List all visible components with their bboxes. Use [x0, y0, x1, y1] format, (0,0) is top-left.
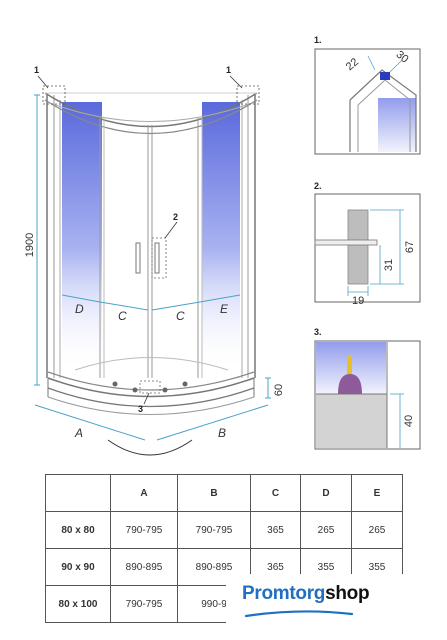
detail-1-title: 1.: [314, 35, 322, 45]
table-header-cell: C: [250, 474, 301, 512]
cabin-body: [42, 85, 260, 415]
callout-3: 3: [138, 404, 143, 414]
detail-3: 3. 40: [314, 327, 421, 450]
detail-2-title: 2.: [314, 181, 322, 191]
table-cell: 790-795: [110, 585, 178, 623]
dim-letter-d: D: [75, 302, 84, 316]
logo-swoosh-icon: [244, 610, 354, 618]
table-header-cell: E: [351, 474, 403, 512]
base-height-dimension-label: 60: [273, 384, 285, 396]
dim-letter-c-right: C: [176, 309, 185, 323]
dim-letter-e: E: [220, 302, 229, 316]
table-header-cell: D: [300, 474, 352, 512]
callout-1-left: 1: [34, 65, 39, 75]
table-cell: 80 x 80: [45, 511, 111, 549]
detail-3-dim-height: 40: [403, 415, 415, 427]
table-cell: 790-795: [110, 511, 178, 549]
shower-cabin-drawing: 1900 60 1 1 2 3 D C C E A B 1. 22 30 2.: [24, 35, 421, 456]
table-cell: 365: [250, 511, 301, 549]
dimension-lines: [34, 94, 271, 456]
table-header-row: A B C D E: [45, 474, 403, 512]
detail-1: 1. 22 30: [314, 35, 421, 155]
logo-text: Promtorgshop: [242, 583, 370, 605]
detail-2-dim-mid: 31: [383, 259, 395, 271]
callout-2: 2: [173, 212, 178, 222]
table-cell: 890-895: [110, 548, 178, 586]
table-cell: 90 x 90: [45, 548, 111, 586]
table-header-cell: [45, 474, 111, 512]
detail-2-dim-width: 19: [352, 295, 364, 307]
base-letter-a: A: [74, 426, 83, 440]
dim-letter-c-left: C: [118, 309, 127, 323]
table-header-cell: B: [177, 474, 251, 512]
table-cell: 80 x 100: [45, 585, 111, 623]
promtorgshop-logo[interactable]: Promtorgshop: [226, 574, 444, 626]
left-glass-panel: [62, 102, 102, 372]
logo-part2: shop: [325, 583, 370, 604]
table-header-cell: A: [110, 474, 178, 512]
logo-part1: Promtorg: [242, 583, 326, 604]
detail-3-title: 3.: [314, 327, 322, 337]
table-cell: 790-795: [177, 511, 251, 549]
callout-1-right: 1: [226, 65, 231, 75]
table-cell: 265: [351, 511, 403, 549]
detail-2-dim-height: 67: [404, 241, 416, 253]
detail-2: 2. 67 31 19: [314, 181, 421, 307]
right-glass-panel: [202, 102, 240, 372]
table-row: 80 x 80 790-795 790-795 365 265 265: [45, 511, 403, 549]
base-letter-b: B: [218, 426, 226, 440]
table-cell: 265: [300, 511, 352, 549]
height-dimension-label: 1900: [24, 233, 36, 257]
